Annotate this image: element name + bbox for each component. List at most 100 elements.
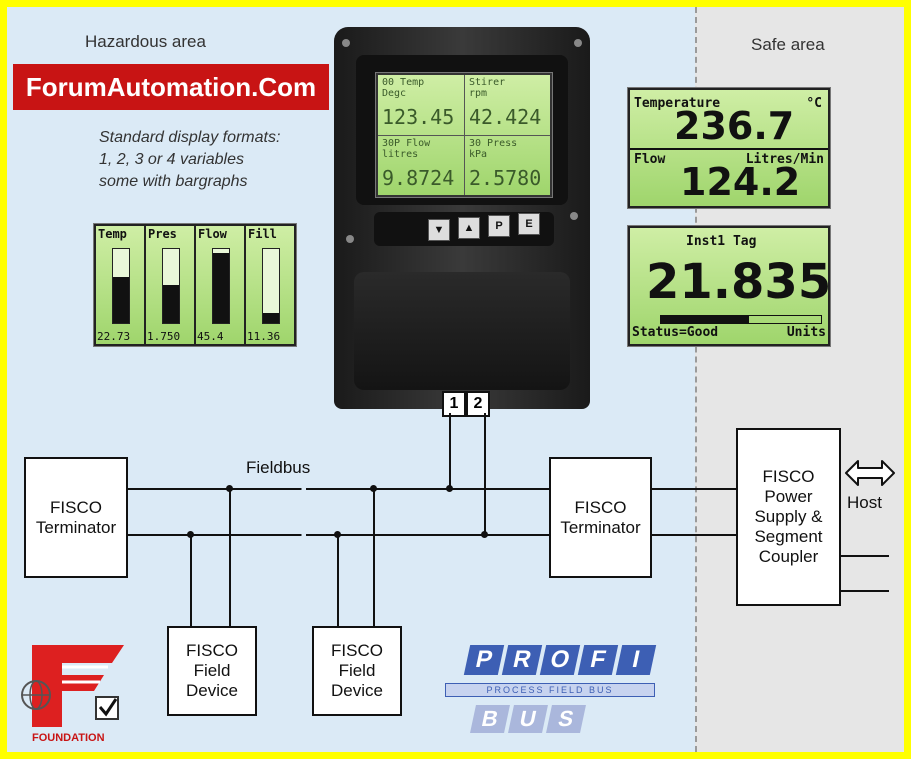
e-key-button[interactable]: E	[518, 213, 540, 235]
cell-value: 2.5780	[469, 166, 542, 190]
bargraph-label: Fill	[248, 227, 277, 241]
bargraph-fill	[213, 253, 229, 323]
cell-value: 42.424	[469, 105, 542, 129]
brand-banner: ForumAutomation.Com	[13, 64, 329, 110]
box-line: Device	[186, 681, 238, 700]
box-line: Segment	[754, 527, 823, 546]
device-1-drop	[190, 534, 192, 626]
junction-dot	[334, 531, 341, 538]
bargraph-label: Pres	[148, 227, 177, 241]
fieldbus-wire-lower	[126, 534, 299, 536]
box-line: Power	[764, 487, 813, 506]
device-lcd-cell: 30P Flow litres 9.8724	[378, 136, 465, 195]
box-line: FISCO	[186, 641, 238, 660]
screw-icon	[574, 39, 582, 47]
display-bargraph-fill	[661, 316, 749, 323]
bargraph-value: 22.73	[97, 330, 131, 343]
down-key-button[interactable]: ▼	[428, 219, 450, 241]
field-indicator-device: 00 Temp Degc 123.45 Stirer rpm 42.424 30…	[334, 27, 590, 409]
bargraph-bar	[162, 248, 180, 324]
box-line: Supply &	[754, 507, 823, 526]
cell-value: 123.45	[382, 105, 455, 129]
box-line: Field	[338, 661, 376, 680]
display-label: Flow	[634, 152, 666, 167]
fieldbus-break-lower	[264, 534, 312, 536]
fieldbus-break-upper	[264, 488, 312, 490]
box-line: FISCO	[50, 497, 102, 517]
profibus-logo: P R O F I PROCESS FIELD BUS B U S	[437, 643, 667, 743]
box-line: FISCO	[331, 641, 383, 660]
bargraph-display: Temp 22.73 Pres 1.750 Flow 45.4 Fill 11.…	[94, 224, 296, 346]
cell-title: 00 Temp	[382, 77, 425, 88]
device-lower-cover	[354, 272, 570, 390]
display-units: Units	[786, 325, 826, 340]
display-value: 124.2	[680, 160, 801, 204]
box-line: FISCO	[762, 467, 815, 486]
box-line: Terminator	[560, 517, 641, 537]
box-line: Device	[331, 681, 383, 700]
bargraph-label: Flow	[198, 227, 227, 241]
coupler-wire-upper	[650, 488, 737, 490]
profibus-letter: B	[470, 705, 510, 733]
display-unit: °C	[806, 96, 822, 111]
bargraph-fill	[263, 312, 279, 323]
note-line: Standard display formats:	[99, 129, 281, 146]
device-lcd-cell: 30 Press kPa 2.5780	[465, 136, 550, 195]
junction-dot	[370, 485, 377, 492]
display-divider	[630, 148, 828, 150]
display-formats-note: Standard display formats: 1, 2, 3 or 4 v…	[99, 127, 339, 193]
bargraph-column: Fill 11.36	[246, 226, 294, 344]
cell-unit: rpm	[469, 88, 488, 99]
terminal-1-wire	[449, 413, 451, 490]
profibus-letter: U	[508, 705, 548, 733]
cell-title: 30P Flow	[382, 138, 431, 149]
display-tag: Inst1 Tag	[686, 234, 757, 249]
profibus-letter: F	[577, 645, 619, 675]
foundation-logo: FOUNDATION	[12, 637, 132, 747]
p-key-button[interactable]: P	[488, 215, 510, 237]
coupler-output-wire	[839, 555, 889, 557]
profibus-subtitle: PROCESS FIELD BUS	[445, 683, 655, 697]
two-variable-display: Temperature °C 236.7 Flow Litres/Min 124…	[628, 88, 830, 208]
device-lcd: 00 Temp Degc 123.45 Stirer rpm 42.424 30…	[376, 73, 552, 197]
fieldbus-wire-upper	[312, 488, 551, 490]
junction-dot	[187, 531, 194, 538]
bargraph-column: Temp 22.73	[96, 226, 146, 344]
bargraph-column: Flow 45.4	[196, 226, 246, 344]
diagram-frame: Hazardous area Safe area ForumAutomation…	[7, 7, 904, 752]
host-label: Host	[847, 493, 882, 512]
cell-title: 30 Press	[469, 138, 518, 149]
terminal-2-wire	[484, 413, 486, 536]
device-2-drop	[373, 488, 375, 626]
junction-dot	[226, 485, 233, 492]
junction-dot	[446, 485, 453, 492]
display-value: 236.7	[674, 104, 795, 148]
box-line: Field	[193, 661, 231, 680]
note-line: 1, 2, 3 or 4 variables	[99, 151, 244, 168]
terminal-1: 1	[442, 391, 466, 417]
terminal-2: 2	[466, 391, 490, 417]
display-bargraph	[660, 315, 822, 324]
single-variable-display: Inst1 Tag 21.835 Status=Good Units	[628, 226, 830, 346]
foundation-label: FOUNDATION	[32, 732, 105, 744]
profibus-letter: I	[615, 645, 657, 675]
safe-area-label: Safe area	[751, 35, 825, 54]
profibus-letter: O	[539, 645, 581, 675]
fieldbus-wire-upper	[126, 488, 299, 490]
bargraph-value: 1.750	[147, 330, 181, 343]
bargraph-fill	[163, 284, 179, 323]
device-keypad: ▼ ▲ P E	[374, 212, 554, 246]
profibus-letter: S	[546, 705, 586, 733]
up-key-button[interactable]: ▲	[458, 217, 480, 239]
cell-unit: Degc	[382, 88, 407, 99]
bargraph-fill	[113, 277, 129, 323]
fieldbus-wire-lower	[312, 534, 551, 536]
device-lcd-cell: Stirer rpm 42.424	[465, 75, 550, 136]
box-line: FISCO	[574, 497, 627, 517]
profibus-letter: R	[501, 645, 543, 675]
cell-unit: litres	[382, 149, 419, 160]
